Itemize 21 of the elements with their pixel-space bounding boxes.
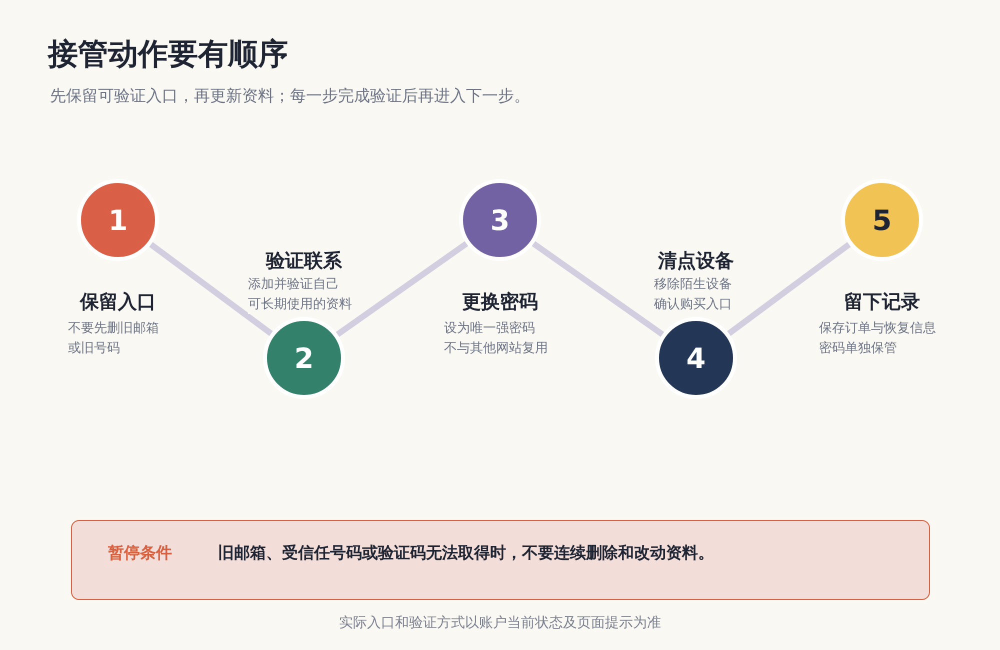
step-title: 清点设备 bbox=[658, 249, 734, 274]
title: 接管动作要有顺序 bbox=[48, 36, 288, 74]
warning-label: 暂停条件 bbox=[108, 543, 172, 564]
connector-line bbox=[336, 241, 468, 337]
step-title: 保留入口 bbox=[80, 290, 156, 315]
warning-box bbox=[71, 520, 930, 600]
connector-line bbox=[727, 242, 851, 336]
step-circle: 3 bbox=[459, 179, 541, 261]
warning-text: 旧邮箱、受信任号码或验证码无法取得时，不要连续删除和改动资料。 bbox=[218, 543, 714, 564]
step-description: 可长期使用的资料 bbox=[248, 296, 352, 314]
step-circle: 2 bbox=[263, 317, 345, 399]
subtitle: 先保留可验证入口，再更新资料；每一步完成验证后再进入下一步。 bbox=[50, 86, 530, 107]
step-title: 留下记录 bbox=[844, 290, 920, 315]
step-circle: 1 bbox=[77, 179, 159, 261]
connector-line bbox=[532, 241, 664, 337]
step-circle: 5 bbox=[841, 179, 923, 261]
connector-line bbox=[149, 242, 273, 336]
step-title: 更换密码 bbox=[462, 290, 538, 315]
footnote: 实际入口和验证方式以账户当前状态及页面提示为准 bbox=[338, 614, 662, 632]
step-circle: 4 bbox=[655, 317, 737, 399]
step-title: 验证联系 bbox=[266, 249, 342, 274]
